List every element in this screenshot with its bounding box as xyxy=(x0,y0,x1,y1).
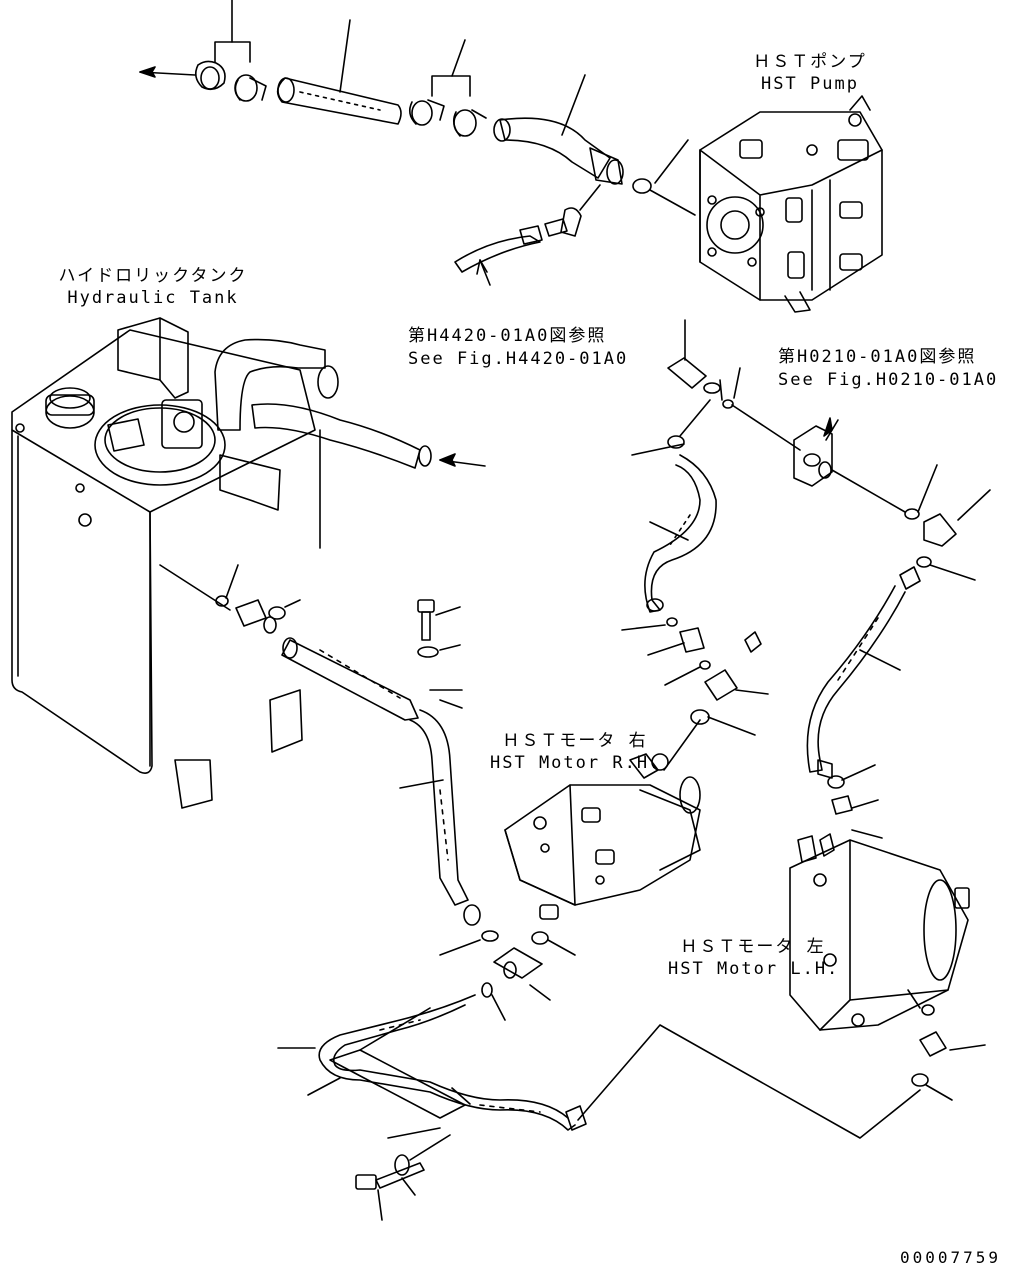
top-suction-hose-assembly xyxy=(139,0,696,216)
hst-motor-rh xyxy=(504,709,756,956)
leader-line xyxy=(719,379,723,401)
label-ref-h0210-en: See Fig.H0210-01A0 xyxy=(778,370,999,390)
label-hydraulic-tank-jp: ハイドロリックタンク xyxy=(58,266,248,286)
document-number: 00007759 xyxy=(899,1248,1001,1267)
center-hose xyxy=(621,454,769,701)
label-hydraulic-tank-en: Hydraulic Tank xyxy=(67,288,239,308)
label-hst-pump-jp: ＨＳＴポンプ xyxy=(753,52,867,72)
center-tee-fitting xyxy=(631,319,991,547)
label-hst-motor-rh-jp: ＨＳＴモータ 右 xyxy=(502,731,648,751)
label-ref-h4420-jp: 第H4420-01A0図参照 xyxy=(408,326,607,346)
right-hose xyxy=(806,556,976,839)
pump-drain-line xyxy=(454,184,601,286)
label-hst-motor-lh-en: HST Motor L.H. xyxy=(668,959,840,979)
label-hst-pump-en: HST Pump xyxy=(761,74,859,94)
tank-outlet-line xyxy=(215,564,481,926)
label-hst-motor-rh-en: HST Motor R.H. xyxy=(490,753,662,773)
label-hst-motor-lh-jp: ＨＳＴモータ 左 xyxy=(680,937,826,957)
bottom-drain-line xyxy=(277,930,921,1221)
label-ref-h4420-en: See Fig.H4420-01A0 xyxy=(408,349,629,369)
label-ref-h0210-jp: 第H0210-01A0図参照 xyxy=(778,347,977,367)
hydraulic-tank xyxy=(11,317,486,809)
hst-motor-lh xyxy=(789,833,986,1101)
hst-pump-body xyxy=(699,95,883,313)
